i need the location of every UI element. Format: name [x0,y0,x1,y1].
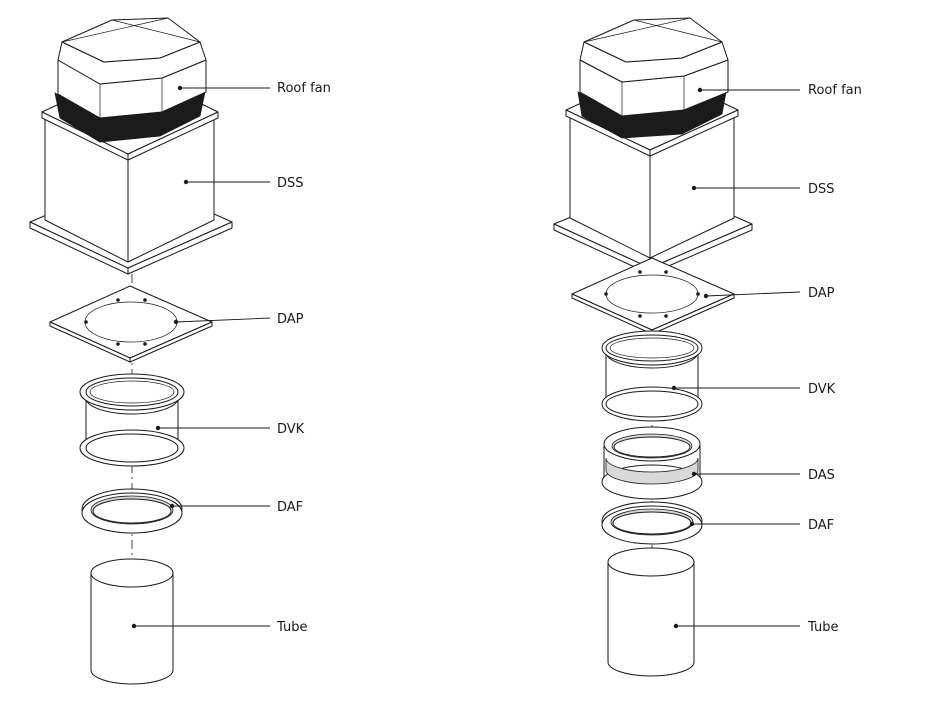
roof-fan-part [54,17,207,143]
label-dap: DAP [277,312,304,327]
label-dss: DSS [277,176,304,191]
label-das: DAS [808,468,835,483]
label-dap: DAP [808,286,835,301]
dvk-part [79,373,185,467]
assembly-right: Roof fan DSS DAP DVK DAS DAF Tube [553,17,862,677]
label-tube: Tube [276,620,307,635]
label-daf: DAF [808,518,834,533]
leader-lines-left [131,85,271,629]
leader-lines-right [671,87,801,629]
daf-part [601,501,703,545]
label-tube: Tube [807,620,838,635]
dap-part [571,257,735,335]
label-dvk: DVK [808,382,836,397]
dvk-part [601,330,703,422]
dap-part [49,285,213,363]
label-roof-fan: Roof fan [277,81,331,96]
daf-part [81,488,183,534]
label-roof-fan: Roof fan [808,83,862,98]
label-daf: DAF [277,500,303,515]
label-dvk: DVK [277,422,305,437]
tube-part [90,558,174,685]
tube-part [607,547,695,677]
das-part [601,426,703,500]
roof-fan-part [577,17,729,139]
label-dss: DSS [808,182,835,197]
assembly-left: Roof fan DSS DAP DVK DAF Tube [29,17,331,685]
